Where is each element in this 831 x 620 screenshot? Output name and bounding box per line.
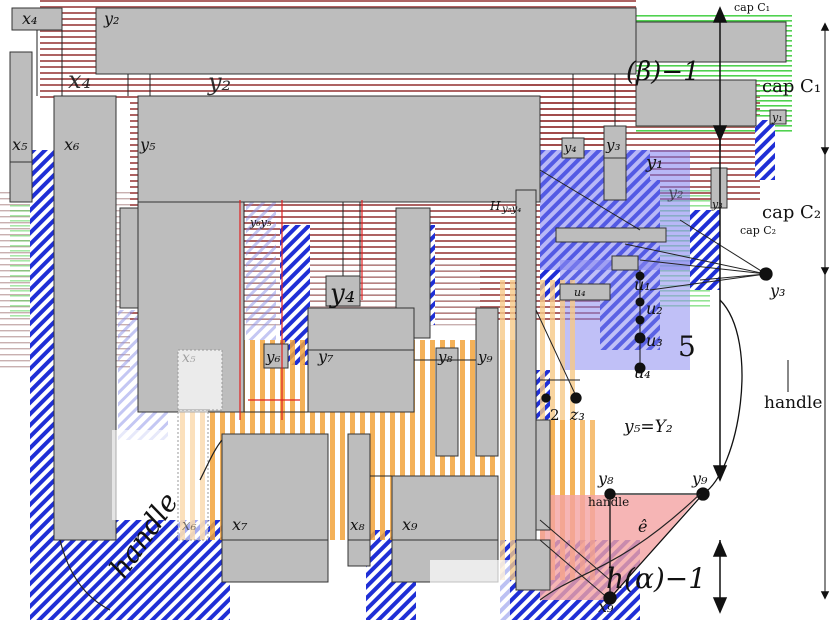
label-y9-node: y₉: [691, 469, 708, 488]
label-y1-small: y₁: [771, 111, 783, 124]
box-y6: [263, 343, 289, 369]
box-col-2: [535, 419, 551, 531]
label-y6y5: y₆y₅: [249, 216, 272, 229]
label-h-small: H: [489, 199, 501, 213]
label-cap-c2: cap C₂: [762, 202, 821, 223]
box-y9: [475, 307, 499, 457]
box-step-3: [611, 255, 639, 271]
label-x6-lo: x₆: [182, 516, 196, 534]
box-y2: [95, 7, 637, 75]
box-x5: [9, 51, 33, 203]
label-y5y4: y₅y₄: [501, 204, 521, 215]
label-handle: handle: [764, 393, 822, 413]
label-handle-small: handle: [588, 495, 629, 509]
label-u3: u₃: [646, 331, 663, 350]
box-y1-small: [769, 109, 787, 125]
label-y5: y₅: [139, 135, 156, 154]
y3-fan-lines: [624, 219, 767, 291]
box-left-col: [119, 207, 139, 309]
box-y8: [435, 347, 459, 457]
ghost-boxes: [112, 349, 510, 620]
box-step-2: [559, 283, 611, 301]
label-y2-big: y₂: [207, 68, 231, 96]
label-y4-small: y₄: [563, 141, 577, 156]
connector-lines: [36, 30, 641, 601]
box-bottom-right: [515, 539, 551, 591]
label-y8: y₈: [437, 348, 453, 366]
label-y2: y₂: [103, 9, 119, 28]
label-x9-node: x₉: [598, 597, 614, 616]
box-y5: [137, 95, 541, 203]
label-y3-mid: y₃: [711, 198, 723, 211]
box-right-mid: [635, 79, 757, 127]
node-y9: [696, 487, 710, 501]
label-cap-c2-small: cap C₂: [740, 224, 776, 237]
label-u4-small: u₄: [574, 286, 586, 299]
box-y4: [325, 275, 361, 307]
triangle-network: [541, 267, 773, 605]
label-x5-ghost: x₅: [182, 350, 196, 366]
label-x4: x₄: [22, 9, 37, 28]
blue-fill-region: [540, 150, 690, 370]
arrows: [712, 6, 830, 614]
label-y8-node: y₈: [597, 469, 614, 488]
label-z3: z₃: [569, 405, 585, 424]
label-h-alpha: h(α)−1: [606, 562, 706, 595]
label-cap-c1: cap C₁: [762, 76, 821, 97]
label-y5-eq: y₅=Y₂: [623, 417, 673, 437]
node-x9: [603, 591, 617, 605]
box-right-strip: [710, 167, 728, 209]
label-y3: y₃: [605, 136, 621, 154]
label-x5: x₅: [12, 135, 28, 154]
label-x9: x₉: [402, 515, 418, 534]
label-y3-node: y₃: [769, 281, 785, 300]
box-x7: [221, 433, 329, 583]
label-x4-big: x₄: [68, 66, 91, 94]
label-x7: x₇: [232, 515, 248, 534]
label-y4: y₄: [329, 279, 355, 309]
label-u1: u₁: [634, 275, 651, 294]
label-u4: u₄: [634, 363, 651, 382]
node-y8: [604, 488, 616, 500]
blue-node-column: [634, 270, 646, 374]
node-y3: [759, 267, 773, 281]
label-u2: u₂: [646, 299, 663, 318]
curves: [59, 439, 701, 611]
label-y6: y₆: [265, 348, 281, 366]
label-cap-c1-small: cap C₁: [734, 1, 770, 14]
red-lines: [239, 200, 363, 420]
label-z2: 2: [550, 406, 560, 424]
label-y2-mid: y₂: [667, 183, 683, 202]
label-y9: y₉: [477, 348, 493, 366]
box-x6: [53, 95, 117, 541]
box-y7: [307, 307, 415, 413]
label-y7: y₇: [317, 347, 334, 366]
label-x8: x₈: [350, 516, 364, 534]
box-x8: [347, 433, 371, 567]
box-right-col: [515, 189, 537, 561]
box-cap-right: [635, 21, 787, 63]
box-step-1: [555, 227, 667, 243]
label-e-hat: ê: [638, 517, 647, 536]
box-dividers: [10, 157, 626, 541]
label-h-beta: (β)−1: [626, 57, 700, 87]
label-x6: x₆: [64, 135, 80, 154]
label-five: 5: [678, 330, 696, 363]
label-y1: y₁: [645, 152, 663, 173]
